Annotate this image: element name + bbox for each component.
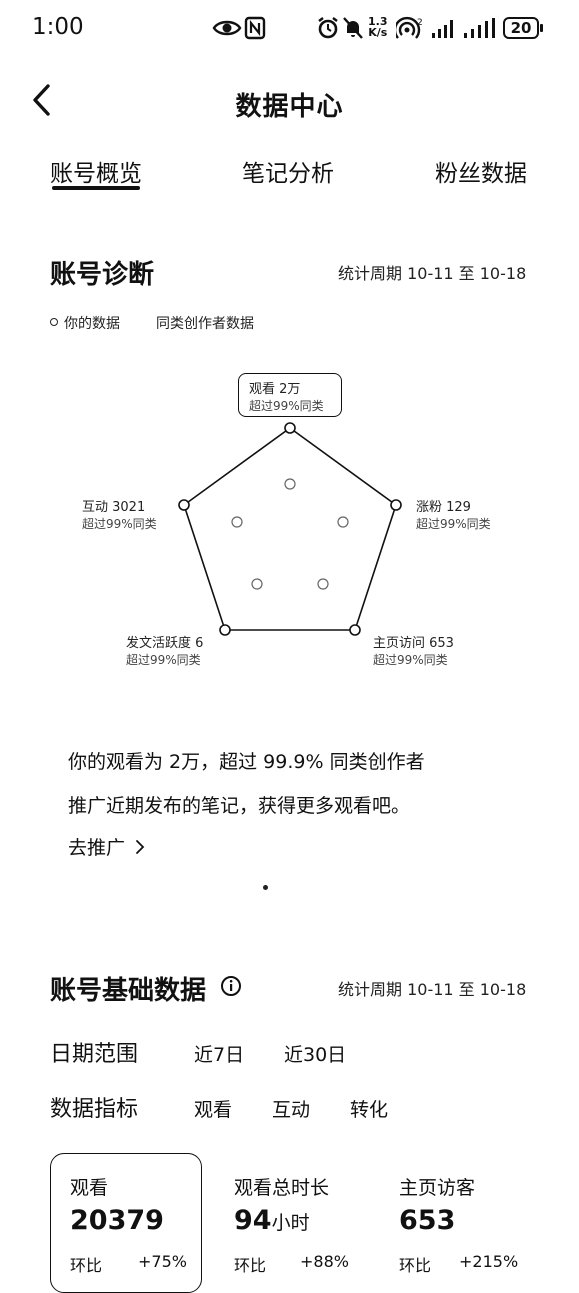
promote-link[interactable]: 去推广 bbox=[68, 833, 145, 860]
back-button[interactable] bbox=[28, 82, 58, 118]
date-option-7d[interactable]: 近7日 bbox=[194, 1044, 245, 1066]
info-icon[interactable] bbox=[220, 975, 242, 997]
page-title: 数据中心 bbox=[235, 92, 344, 122]
basic-data-period: 统计周期 10-11 至 10-18 bbox=[338, 980, 527, 999]
radar-sub-views: 超过99%同类 bbox=[249, 399, 324, 413]
card-profile-visitors-value: 653 bbox=[399, 1205, 456, 1236]
promote-label: 去推广 bbox=[68, 837, 126, 859]
signal-icon bbox=[464, 18, 495, 38]
diagnosis-title: 账号诊断 bbox=[50, 260, 155, 290]
battery-tip bbox=[540, 24, 543, 32]
metric-option-conversion[interactable]: 转化 bbox=[350, 1099, 389, 1121]
status-time: 1:00 bbox=[32, 14, 84, 40]
tab-note-analysis[interactable]: 笔记分析 bbox=[242, 161, 334, 187]
card-views-cmp-value: +75% bbox=[138, 1252, 187, 1271]
date-range-label: 日期范围 bbox=[50, 1042, 139, 1067]
radar-tooltip-views: 观看 2万 超过99%同类 bbox=[238, 373, 342, 417]
card-views-value: 20379 bbox=[70, 1205, 164, 1236]
date-option-30d[interactable]: 近30日 bbox=[284, 1044, 347, 1066]
chevron-left-icon bbox=[33, 84, 50, 116]
radar-label-interactions-group: 互动 3021 超过99%同类 bbox=[82, 496, 157, 532]
radar-sub-followers: 超过99%同类 bbox=[416, 517, 491, 531]
battery-level: 20 bbox=[510, 19, 532, 37]
card-profile-visitors-cmp-value: +215% bbox=[459, 1252, 519, 1271]
signal-icon bbox=[432, 20, 453, 38]
radar-vertex-followers bbox=[390, 499, 402, 511]
legend-mine: 你的数据 bbox=[64, 316, 120, 332]
card-watch-time-cmp-label: 环比 bbox=[234, 1256, 267, 1275]
card-views-cmp-label: 环比 bbox=[70, 1256, 103, 1275]
svg-text:2: 2 bbox=[417, 18, 423, 28]
card-watch-time-label[interactable]: 观看总时长 bbox=[234, 1177, 330, 1199]
card-watch-time-cmp-value: +88% bbox=[300, 1252, 349, 1271]
radar-label-profile-visits: 主页访问 653 bbox=[373, 636, 454, 651]
battery-icon: 20 bbox=[503, 17, 539, 39]
carousel-indicator bbox=[263, 885, 268, 890]
radar-outline bbox=[183, 427, 397, 631]
card-profile-visitors-cmp-label: 环比 bbox=[399, 1256, 432, 1275]
alarm-icon bbox=[318, 17, 338, 39]
card-watch-time-value: 94小时 bbox=[234, 1205, 310, 1236]
diagnosis-summary-line2: 推广近期发布的笔记，获得更多观看吧。 bbox=[68, 795, 411, 817]
metric-option-interactions[interactable]: 互动 bbox=[272, 1099, 311, 1121]
radar-vertex-activity bbox=[219, 624, 231, 636]
radar-label-profile-group: 主页访问 653 超过99%同类 bbox=[373, 632, 454, 668]
radar-peer-followers bbox=[337, 516, 349, 528]
radar-sub-profile-visits: 超过99%同类 bbox=[373, 653, 448, 667]
card-profile-visitors-label[interactable]: 主页访客 bbox=[399, 1177, 476, 1199]
radar-vertex-profile-visits bbox=[349, 624, 361, 636]
radar-peer-profile-visits bbox=[317, 578, 329, 590]
radar-label-followers: 涨粉 129 bbox=[416, 500, 471, 515]
basic-data-title: 账号基础数据 bbox=[50, 976, 207, 1006]
radar-label-views: 观看 2万 bbox=[249, 382, 301, 397]
radar-peer-views bbox=[284, 478, 296, 490]
radar-vertex-interactions bbox=[178, 499, 190, 511]
diagnosis-summary-line1: 你的观看为 2万，超过 99.9% 同类创作者 bbox=[68, 751, 425, 773]
radar-label-activity: 发文活跃度 6 bbox=[126, 636, 204, 651]
mute-icon bbox=[343, 17, 363, 39]
tab-fan-data[interactable]: 粉丝数据 bbox=[435, 161, 527, 187]
tab-account-overview[interactable]: 账号概览 bbox=[50, 161, 142, 187]
radar-peer-interactions bbox=[231, 516, 243, 528]
legend-peers: 同类创作者数据 bbox=[156, 316, 254, 332]
metric-label: 数据指标 bbox=[50, 1097, 139, 1122]
radar-label-followers-group: 涨粉 129 超过99%同类 bbox=[416, 496, 491, 532]
metric-option-views[interactable]: 观看 bbox=[194, 1099, 233, 1121]
radar-vertex-views bbox=[284, 422, 296, 434]
card-views-label: 观看 bbox=[70, 1177, 109, 1199]
radar-peer-activity bbox=[251, 578, 263, 590]
eye-icon bbox=[212, 20, 242, 36]
tab-active-indicator bbox=[52, 186, 140, 190]
radar-label-interactions: 互动 3021 bbox=[82, 500, 146, 515]
radar-chart bbox=[178, 422, 402, 636]
radar-sub-interactions: 超过99%同类 bbox=[82, 517, 157, 531]
diagnosis-period: 统计周期 10-11 至 10-18 bbox=[338, 264, 527, 283]
net-speed: 1.3 K/s bbox=[368, 15, 388, 39]
chevron-right-icon bbox=[136, 839, 145, 854]
radar-sub-activity: 超过99%同类 bbox=[126, 653, 201, 667]
radar-label-activity-group: 发文活跃度 6 超过99%同类 bbox=[126, 632, 203, 668]
hotspot-icon: 2 bbox=[396, 16, 423, 39]
legend-mine-marker bbox=[50, 318, 58, 326]
nfc-icon bbox=[244, 16, 266, 40]
